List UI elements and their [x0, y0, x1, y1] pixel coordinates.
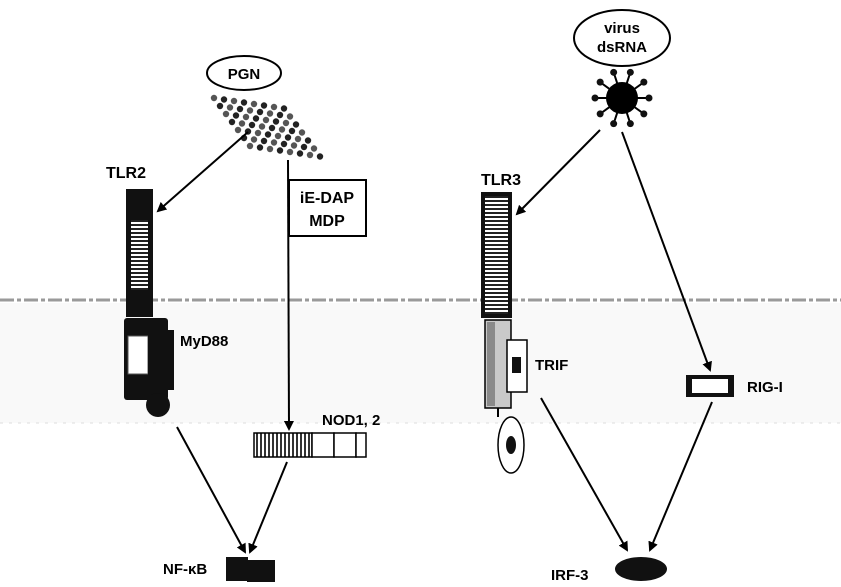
pgn-dot	[273, 118, 279, 124]
pgn-dot	[285, 134, 291, 140]
virus-spike	[640, 79, 647, 86]
pgn-dot	[287, 113, 293, 119]
trif-label: TRIF	[535, 357, 568, 374]
pgn-dot	[233, 112, 239, 118]
pgn-dot	[311, 145, 317, 151]
pgn-dot	[221, 96, 227, 102]
pgn-dot	[283, 120, 289, 126]
pgn-dot	[277, 147, 283, 153]
pgn-dot	[249, 122, 255, 128]
arrow-nod-to-nfkb	[250, 462, 287, 552]
virus-bubble: virus dsRNA	[574, 10, 670, 66]
pgn-dot	[301, 144, 307, 150]
nfkb-label: NF-κB	[163, 561, 207, 578]
rigi-label: RIG-I	[747, 379, 783, 396]
virus-spike	[646, 95, 653, 102]
pgn-dot	[307, 152, 313, 158]
pgn-dot	[299, 129, 305, 135]
pgn-dot	[253, 115, 259, 121]
dsrna-label: dsRNA	[597, 39, 647, 56]
pgn-dot	[287, 149, 293, 155]
pgn-bubble: PGN	[207, 56, 281, 90]
virus-label: virus	[604, 20, 640, 37]
pgn-dot	[281, 141, 287, 147]
pgn-dot	[265, 131, 271, 137]
nfkb-complex: NF-κB	[163, 557, 275, 582]
pgn-dot	[289, 128, 295, 134]
pgn-dot	[255, 130, 261, 136]
arrow-virus-to-tlr3	[517, 130, 600, 214]
pgn-dot	[223, 111, 229, 117]
pgn-dot	[217, 103, 223, 109]
irf3-label: IRF-3	[551, 567, 589, 582]
pgn-dot	[271, 104, 277, 110]
virus-spike	[610, 69, 617, 76]
pgn-dot	[241, 99, 247, 105]
myd88-label: MyD88	[180, 333, 228, 350]
pgn-dot	[251, 101, 257, 107]
pgn-dot	[297, 150, 303, 156]
pgn-dot	[269, 125, 275, 131]
pgn-dot	[227, 104, 233, 110]
pgn-dot	[243, 114, 249, 120]
pgn-dot	[259, 123, 265, 129]
virus-spike	[597, 110, 604, 117]
pgn-dot	[257, 144, 263, 150]
pgn-dot	[277, 112, 283, 118]
virus-spike	[610, 120, 617, 127]
arrow-myd88-to-nfkb	[177, 427, 245, 552]
tlr3-label: TLR3	[481, 172, 521, 189]
tlr2-label: TLR2	[106, 165, 146, 182]
pgn-dot	[237, 106, 243, 112]
pgn-dot	[293, 121, 299, 127]
pgn-dot	[247, 107, 253, 113]
pgn-dot	[261, 138, 267, 144]
pgn-dot	[295, 136, 301, 142]
pgn-dot	[305, 137, 311, 143]
virus-particle-icon	[592, 69, 653, 127]
virus-spike	[627, 69, 634, 76]
ligand-box: iE-DAP MDP	[289, 180, 366, 236]
pgn-dot	[239, 120, 245, 126]
virus-spike	[592, 95, 599, 102]
pgn-dot	[275, 133, 281, 139]
irf3-factor: IRF-3	[551, 557, 667, 582]
pgn-dot	[291, 142, 297, 148]
pgn-dot	[267, 110, 273, 116]
virus-spike	[627, 120, 634, 127]
pgn-dot	[279, 126, 285, 132]
pgn-dot	[211, 95, 217, 101]
pgn-label: PGN	[228, 66, 261, 83]
virus-spike	[640, 110, 647, 117]
arrow-rigi-to-irf3	[650, 402, 712, 550]
virus-core	[606, 82, 638, 114]
arrow-pgn-to-tlr2	[158, 132, 248, 211]
pgn-dot	[235, 127, 241, 133]
pgn-dot	[247, 143, 253, 149]
ie-dap-label: iE-DAP	[300, 190, 355, 207]
pgn-dot	[251, 136, 257, 142]
pgn-dot	[263, 117, 269, 123]
pgn-dot	[317, 153, 323, 159]
pgn-dot	[267, 146, 273, 152]
nod-label: NOD1, 2	[322, 412, 380, 429]
pgn-dot	[261, 102, 267, 108]
pgn-dot	[257, 109, 263, 115]
virus-spike	[597, 79, 604, 86]
pgn-dot	[229, 119, 235, 125]
pgn-dot	[231, 98, 237, 104]
mdp-label: MDP	[309, 213, 345, 230]
pgn-dot	[281, 105, 287, 111]
pgn-dot	[271, 139, 277, 145]
arrow-pgn-to-nod	[288, 160, 289, 429]
